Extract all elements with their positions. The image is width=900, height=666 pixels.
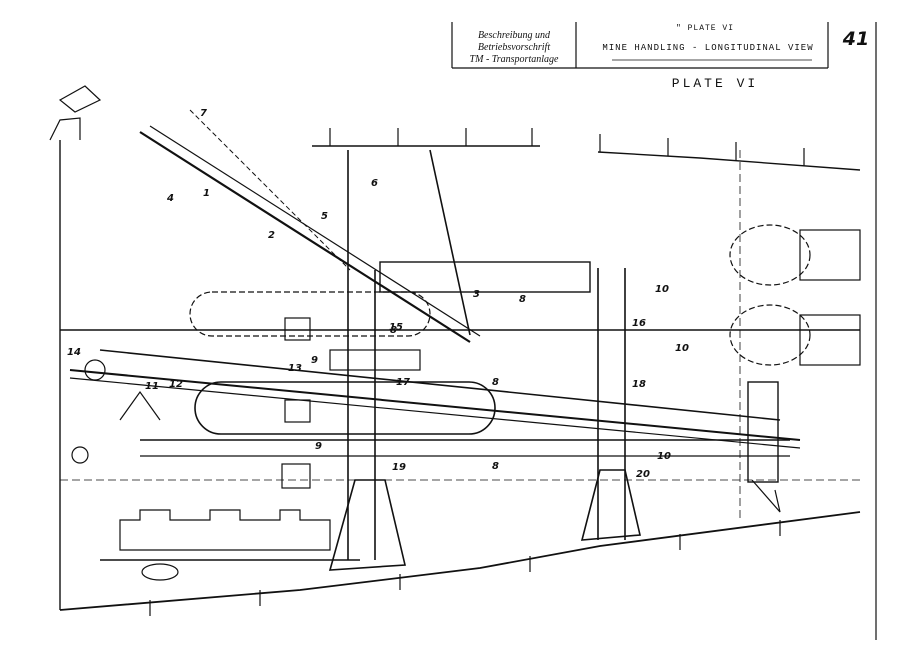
upper-deck-line-aft [597,151,861,171]
sheave [84,359,106,381]
description-line: Beschreibung und [477,30,551,41]
callout-10: 10 [655,284,669,295]
hull-bottom-line [59,511,861,611]
callout-14: 14 [67,347,81,358]
callout-10b: 10 [675,343,689,354]
mine-cradle [379,261,591,293]
description-line: Betriebsvorschrift [477,42,551,53]
transport-rail-upper-b [69,377,801,449]
stowed-mine-outline [729,304,811,366]
crane-jib-upper [149,125,481,337]
callout-18: 18 [632,379,646,390]
callout-9b: 9 [315,441,322,452]
transport-rail-upper [69,369,801,441]
stowed-mine-outline [729,224,811,286]
description-block: Beschreibung und Betriebsvorschrift TM -… [458,30,570,66]
callout-15: 15 [389,322,403,333]
callout-8c: 8 [492,377,499,388]
callout-17: 17 [396,377,410,388]
description-line: TM - Transportanlage [469,54,559,65]
trestle-base [580,469,641,541]
motor [281,463,311,489]
callout-5: 5 [321,211,328,222]
callout-3: 3 [473,289,480,300]
sheave [71,446,89,464]
callout-12: 12 [169,379,183,390]
sheet-number: 41 [842,28,870,50]
trestle-base [328,479,406,571]
foundation-block [119,509,331,551]
crane-swing-path [189,109,351,271]
callout-19: 19 [392,462,406,473]
callout-8: 8 [519,294,526,305]
hoist-strut [429,149,471,336]
callout-7: 7 [200,108,207,119]
callout-1: 1 [203,188,210,199]
mine-body [194,381,496,435]
winch [284,317,311,341]
crane-jib [139,131,471,343]
callout-13: 13 [288,363,302,374]
callout-2: 2 [268,230,275,241]
davit-post [49,117,81,141]
transport-rail-top [99,349,781,421]
plate-label: PLATE VI [671,76,759,91]
callout-6: 6 [371,178,378,189]
aft-stowage-box [799,314,861,366]
callout-20: 20 [636,469,650,480]
winch [284,399,311,423]
callout-8d: 8 [492,461,499,472]
callout-11: 11 [145,381,159,392]
davit-head [58,85,102,113]
callout-10c: 10 [657,451,671,462]
callout-16: 16 [632,318,646,329]
swing-arm [119,390,161,421]
callout-9: 9 [311,355,318,366]
aft-stowage-box [799,229,861,281]
callout-4: 4 [166,193,174,204]
callout-8b: 8 [390,325,397,336]
plate-small-label: " PLATE VI [675,24,734,33]
aft-bracket [751,479,781,513]
view-title: MINE HANDLING - LONGITUDINAL VIEW [602,43,814,53]
foundation-drum [141,563,179,581]
aft-frame [747,381,779,483]
